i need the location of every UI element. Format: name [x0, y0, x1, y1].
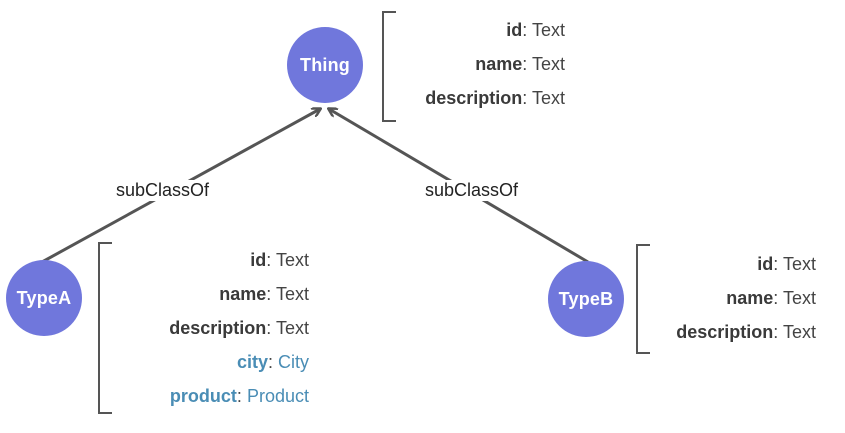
property-type: Text: [782, 288, 816, 308]
property-name: product: [169, 386, 237, 406]
property-type: Text: [275, 284, 309, 304]
node-typeb-label: TypeB: [558, 288, 614, 309]
property-separator: :: [236, 386, 242, 406]
node-typeb[interactable]: TypeB: [548, 261, 624, 337]
property-separator: :: [522, 88, 528, 108]
property-type: Text: [782, 322, 816, 342]
edge-label-typeb-subclassof: subClassOf: [423, 180, 521, 201]
property-separator: :: [773, 322, 779, 342]
property-name: id: [757, 254, 774, 274]
property-row-linked: product: Product: [169, 379, 309, 413]
property-row: id: Text: [425, 13, 565, 47]
property-row: id: Text: [169, 243, 309, 277]
property-type: Text: [275, 250, 309, 270]
property-name: description: [676, 322, 774, 342]
property-type: Text: [275, 318, 309, 338]
property-separator: :: [266, 284, 272, 304]
property-separator: :: [522, 20, 528, 40]
property-row: description: Text: [676, 315, 816, 349]
property-separator: :: [773, 254, 779, 274]
property-row: name: Text: [169, 277, 309, 311]
property-separator: :: [522, 54, 528, 74]
property-name: id: [250, 250, 267, 270]
property-separator: :: [266, 250, 272, 270]
property-type: City: [278, 352, 309, 372]
property-name: name: [726, 288, 774, 308]
node-thing[interactable]: Thing: [287, 27, 363, 103]
property-type: Text: [531, 88, 565, 108]
property-separator: :: [266, 318, 272, 338]
property-type: Text: [531, 54, 565, 74]
property-name: description: [425, 88, 523, 108]
property-row: name: Text: [425, 47, 565, 81]
property-type: Text: [782, 254, 816, 274]
bracket-typea-properties: [98, 242, 112, 414]
property-row: id: Text: [676, 247, 816, 281]
bracket-typeb-properties: [636, 244, 650, 354]
node-typea-label: TypeA: [16, 287, 72, 308]
property-separator: :: [267, 352, 273, 372]
property-row: description: Text: [169, 311, 309, 345]
edge-label-typea-subclassof: subClassOf: [114, 180, 212, 201]
property-name: description: [169, 318, 267, 338]
property-type: Text: [531, 20, 565, 40]
property-separator: :: [773, 288, 779, 308]
property-row-linked: city: City: [169, 345, 309, 379]
property-list-thing: id: Text name: Text description: Text: [425, 13, 565, 115]
property-row: description: Text: [425, 81, 565, 115]
property-type: Product: [246, 386, 309, 406]
property-row: name: Text: [676, 281, 816, 315]
property-name: name: [475, 54, 523, 74]
property-list-typeb: id: Text name: Text description: Text: [676, 247, 816, 349]
node-thing-label: Thing: [300, 54, 350, 75]
property-name: name: [219, 284, 267, 304]
property-list-typea: id: Text name: Text description: Text ci…: [169, 243, 309, 413]
node-typea[interactable]: TypeA: [6, 260, 82, 336]
bracket-thing-properties: [382, 11, 396, 122]
property-name: id: [506, 20, 523, 40]
property-name: city: [236, 352, 268, 372]
